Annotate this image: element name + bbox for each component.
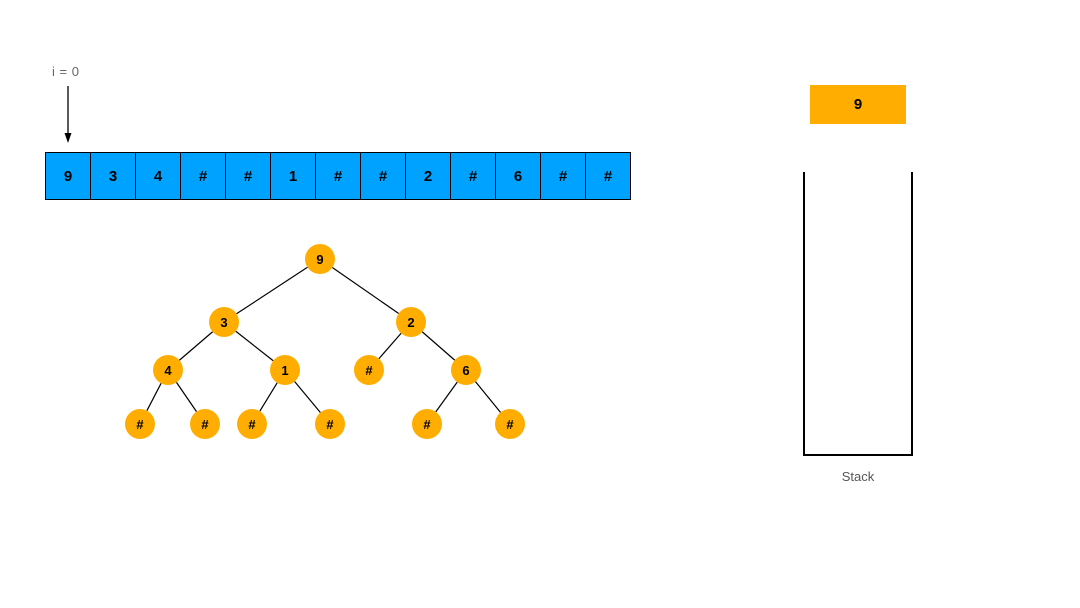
array-cell[interactable]: # [315, 152, 361, 200]
tree-node[interactable]: # [315, 409, 345, 439]
tree-edge [378, 332, 402, 360]
tree-edge [146, 383, 162, 411]
tree-node[interactable]: # [354, 355, 384, 385]
array-cell[interactable]: # [450, 152, 496, 200]
tree-edges [146, 266, 501, 413]
stack-container [803, 172, 913, 456]
tree-edge [259, 382, 278, 412]
array-cell[interactable]: 2 [405, 152, 451, 200]
array-cell[interactable]: # [540, 152, 586, 200]
tree-edge [294, 381, 321, 413]
array-cell[interactable]: 9 [45, 152, 91, 200]
tree-node[interactable]: # [190, 409, 220, 439]
tree-node[interactable]: # [125, 409, 155, 439]
array-cell[interactable]: # [585, 152, 631, 200]
tree-edge [331, 267, 400, 314]
array-cell[interactable]: 1 [270, 152, 316, 200]
tree-node[interactable]: # [495, 409, 525, 439]
tree-node[interactable]: # [412, 409, 442, 439]
tree-edge [421, 331, 456, 361]
index-pointer: i = 0 [52, 64, 80, 143]
array-cell[interactable]: 3 [90, 152, 136, 200]
tree-edge [235, 330, 274, 362]
tree-edge [178, 331, 214, 361]
down-arrow-icon [64, 86, 72, 143]
tree-edge [175, 382, 198, 412]
index-label: i = 0 [52, 64, 80, 79]
tree-node[interactable]: 2 [396, 307, 426, 337]
tree-edge [435, 381, 458, 413]
tree-node[interactable]: 9 [305, 244, 335, 274]
tree-edge [236, 266, 308, 315]
array-cell[interactable]: # [180, 152, 226, 200]
stack-incoming-value: 9 [810, 85, 906, 124]
tree-edge [475, 381, 501, 413]
stack-label: Stack [841, 469, 875, 484]
tree-node[interactable]: 3 [209, 307, 239, 337]
array-cell[interactable]: 6 [495, 152, 541, 200]
tree-node[interactable]: 4 [153, 355, 183, 385]
array-cell[interactable]: # [225, 152, 271, 200]
tree-node[interactable]: 1 [270, 355, 300, 385]
tree-node[interactable]: 6 [451, 355, 481, 385]
array-cell[interactable]: 4 [135, 152, 181, 200]
tree-node[interactable]: # [237, 409, 267, 439]
array-cell[interactable]: # [360, 152, 406, 200]
